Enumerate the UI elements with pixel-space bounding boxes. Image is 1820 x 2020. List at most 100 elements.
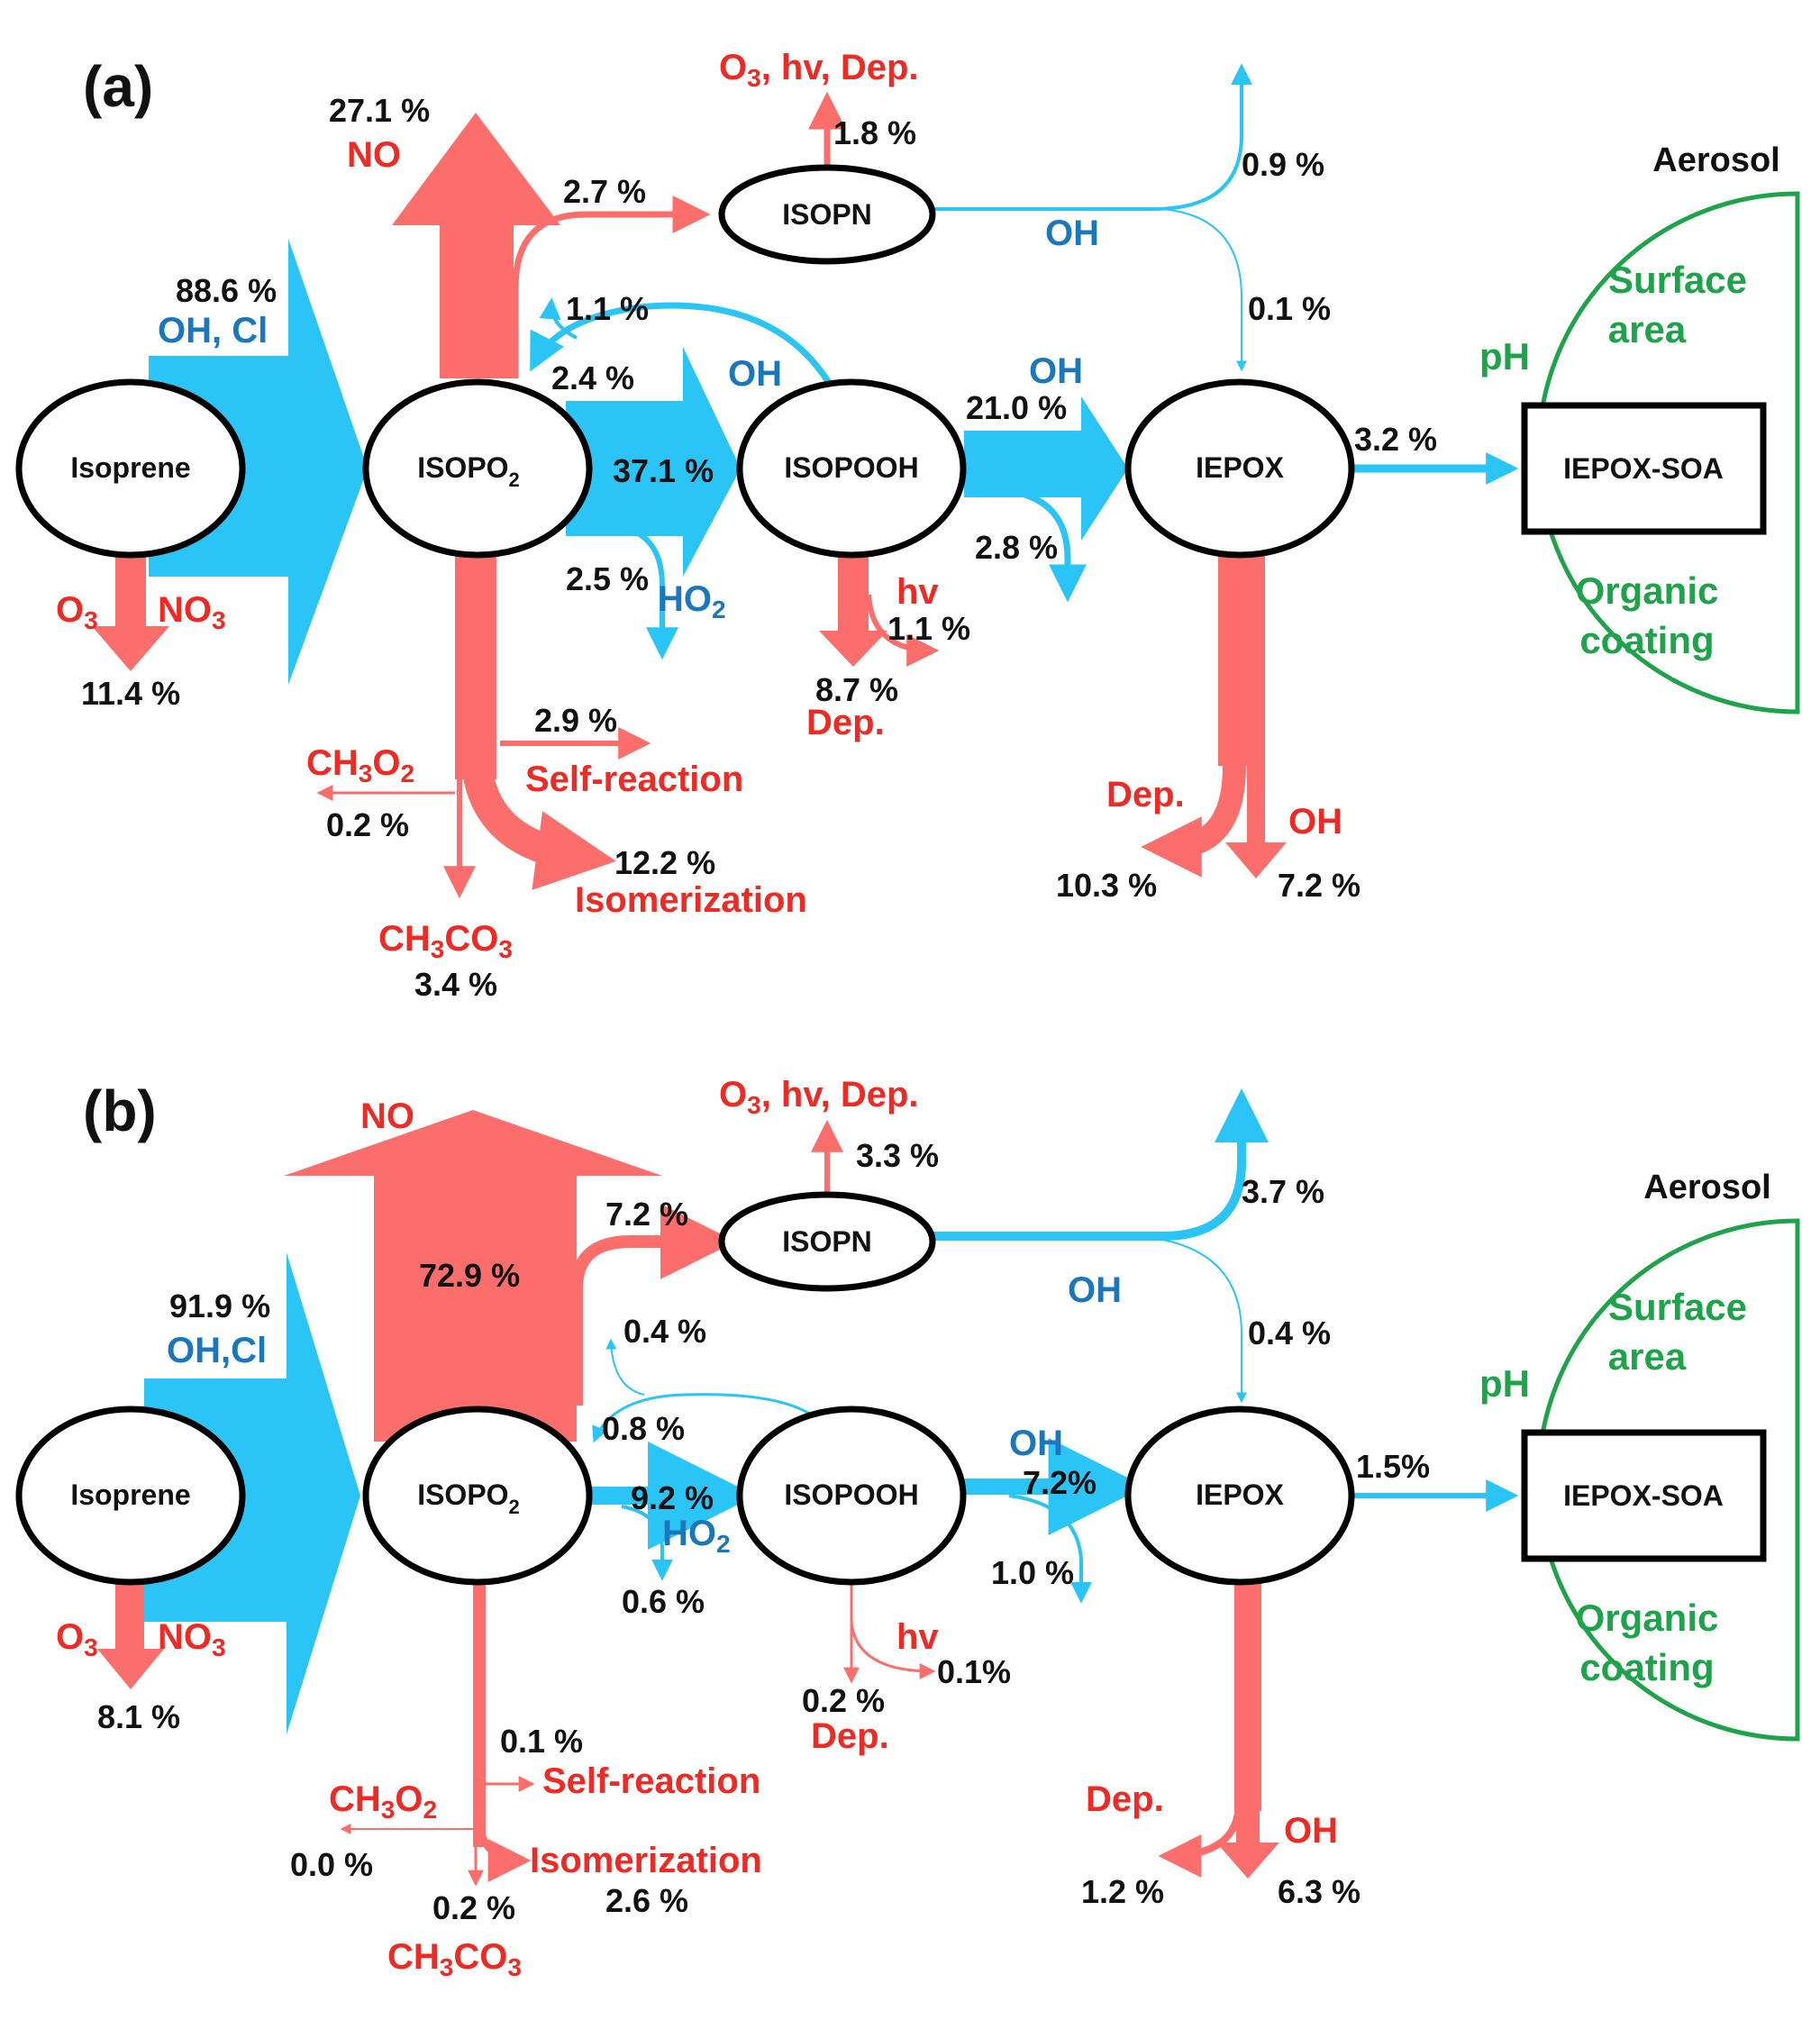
aerosol-title: Aerosol <box>1652 141 1779 179</box>
label-ho2: HO2 <box>662 1514 731 1558</box>
label-isopn: ISOPN <box>782 1225 872 1258</box>
pct-hv: 0.1% <box>937 1653 1011 1690</box>
pct-dep-isopooh: 0.2 % <box>802 1682 885 1719</box>
pct-ch3o2: 0.2 % <box>326 806 409 843</box>
label-dep-iepox: Dep. <box>1086 1779 1164 1819</box>
arrow-isopooh-oh-return <box>592 1393 812 1443</box>
label-hv: hv <box>896 1617 939 1657</box>
pct-ho2-loss: 2.5 % <box>566 560 649 597</box>
pct-hv: 1.1 % <box>887 610 970 647</box>
pct-soa: 1.5% <box>1356 1448 1430 1485</box>
label-oh-iepox: OH <box>1029 351 1083 391</box>
panel-b: (b) <box>15 1075 1800 1981</box>
label-oh-cl: OH, Cl <box>158 311 268 350</box>
aerosol-title: Aerosol <box>1643 1169 1770 1206</box>
label-oh-iepox-loss: OH <box>1288 802 1342 842</box>
pct-oh-return: 0.8 % <box>602 1410 685 1447</box>
arrow-isopo2-to-no <box>284 1110 662 1442</box>
label-isopn: ISOPN <box>782 198 872 231</box>
pct-ch3co3: 0.2 % <box>432 1889 515 1926</box>
label-isopn-loss: O3, hv, Dep. <box>719 1075 919 1119</box>
pct-isopn: 2.7 % <box>563 173 646 210</box>
pct-self: 0.1 % <box>500 1723 583 1760</box>
arrow-isopooh-dep <box>819 554 887 667</box>
label-oh-iepox: OH <box>1009 1424 1063 1463</box>
arrow-isopo2-to-isopn <box>512 196 711 378</box>
label-no3: NO3 <box>158 1617 226 1661</box>
arrow-isopo2-down-trunk <box>455 550 496 779</box>
label-no: NO <box>360 1096 414 1136</box>
arrow-isopo2-to-isopn <box>570 1204 736 1406</box>
pct-oh-cl: 88.6 % <box>176 272 277 309</box>
node-isoprene <box>15 378 246 559</box>
aerosol-ph: pH <box>1479 335 1530 378</box>
pct-isopn: 7.2 % <box>605 1196 688 1233</box>
label-iepox: IEPOX <box>1196 1479 1284 1511</box>
label-ch3o2: CH3O2 <box>329 1779 437 1824</box>
arrow-isopn-to-iepox <box>1161 208 1247 372</box>
pct-isopn-oh-up: 3.7 % <box>1242 1173 1324 1210</box>
pct-isopooh: 37.1 % <box>613 452 714 489</box>
arrow-isopo2-to-no <box>392 113 560 378</box>
pct-iepox: 7.2% <box>1023 1464 1097 1501</box>
node-iepox <box>1124 378 1355 559</box>
arrow-iepox-oh-loss <box>1216 1811 1279 1879</box>
pct-no: 72.9 % <box>419 1257 520 1294</box>
panel-b-label: (b) <box>83 1078 157 1143</box>
pct-ch3co3: 3.4 % <box>414 966 497 1003</box>
label-isomerization: Isomerization <box>575 880 807 920</box>
pct-iepox-side: 2.8 % <box>975 529 1058 566</box>
pct-soa: 3.2 % <box>1354 421 1437 458</box>
label-isopo2: ISOPO2 <box>417 1479 520 1518</box>
arrow-ho2-loss <box>621 1505 673 1581</box>
node-isoprene <box>15 1406 246 1586</box>
label-isopooh: ISOPOOH <box>784 1479 918 1511</box>
node-isopo2 <box>362 378 593 559</box>
pct-iepox-dep: 10.3 % <box>1056 867 1157 904</box>
label-oh-cl: OH,Cl <box>167 1331 267 1370</box>
label-oh-isopn: OH <box>1045 214 1099 253</box>
aerosol-surface-2: area <box>1608 1335 1687 1378</box>
label-ho2: HO2 <box>658 579 726 623</box>
aerosol-organic-2: coating <box>1579 619 1714 661</box>
arrow-isopo2-to-isomerization <box>460 747 616 890</box>
arrow-isoprene-to-isopo2 <box>144 1252 360 1734</box>
node-isopn <box>718 164 936 265</box>
pct-iepox-oh: 7.2 % <box>1278 867 1360 904</box>
pct-iepox-dep: 1.2 % <box>1081 1873 1164 1910</box>
label-iepox-soa: IEPOX-SOA <box>1563 1479 1724 1512</box>
aerosol-organic-2: coating <box>1579 1646 1714 1688</box>
pct-oh-return: 2.4 % <box>551 359 634 396</box>
arrow-isopn-oh-up <box>933 1088 1269 1241</box>
arrow-isopooh-to-iepox <box>964 396 1128 541</box>
pct-no: 27.1 % <box>329 92 430 129</box>
node-isopn <box>718 1191 936 1292</box>
label-no3: NO3 <box>158 590 226 634</box>
aerosol-surface-1: Surface <box>1608 259 1747 301</box>
label-oh-isopn: OH <box>1068 1270 1122 1310</box>
pct-iepox-side: 1.0 % <box>991 1554 1074 1591</box>
label-ch3co3: CH3CO3 <box>387 1937 522 1981</box>
label-self-reaction: Self-reaction <box>525 760 743 799</box>
arrow-oh-return-small <box>605 1338 645 1396</box>
label-oh-iepox-loss: OH <box>1284 1811 1338 1851</box>
arrow-isopo2-to-isomerization <box>476 1815 532 1882</box>
pct-oh-return-small: 0.4 % <box>623 1313 706 1350</box>
arrow-iepox-trunk <box>1218 554 1265 766</box>
label-dep-isopooh: Dep. <box>806 703 885 742</box>
arrow-oh-return-small <box>539 297 578 340</box>
label-isopn-loss: O3, hv, Dep. <box>719 48 919 92</box>
pct-isopn-iepox: 0.1 % <box>1248 290 1331 327</box>
pct-oh-cl: 91.9 % <box>169 1288 270 1324</box>
arrow-ho2-loss <box>621 524 678 660</box>
panel-a-label: (a) <box>83 54 153 119</box>
arrow-isoprene-to-isopo2 <box>149 239 368 685</box>
pct-isopn-loss: 1.8 % <box>833 114 916 151</box>
pct-isopn-oh-up: 0.9 % <box>1242 146 1324 183</box>
pct-isopn-loss: 3.3 % <box>856 1137 939 1174</box>
label-isoprene: Isoprene <box>70 451 190 484</box>
label-ch3o2: CH3O2 <box>306 743 414 787</box>
node-iepox-soa <box>1521 1429 1767 1562</box>
arrow-isopn-to-iepox <box>1134 1235 1247 1404</box>
pct-o3-no3: 8.1 % <box>97 1698 180 1735</box>
